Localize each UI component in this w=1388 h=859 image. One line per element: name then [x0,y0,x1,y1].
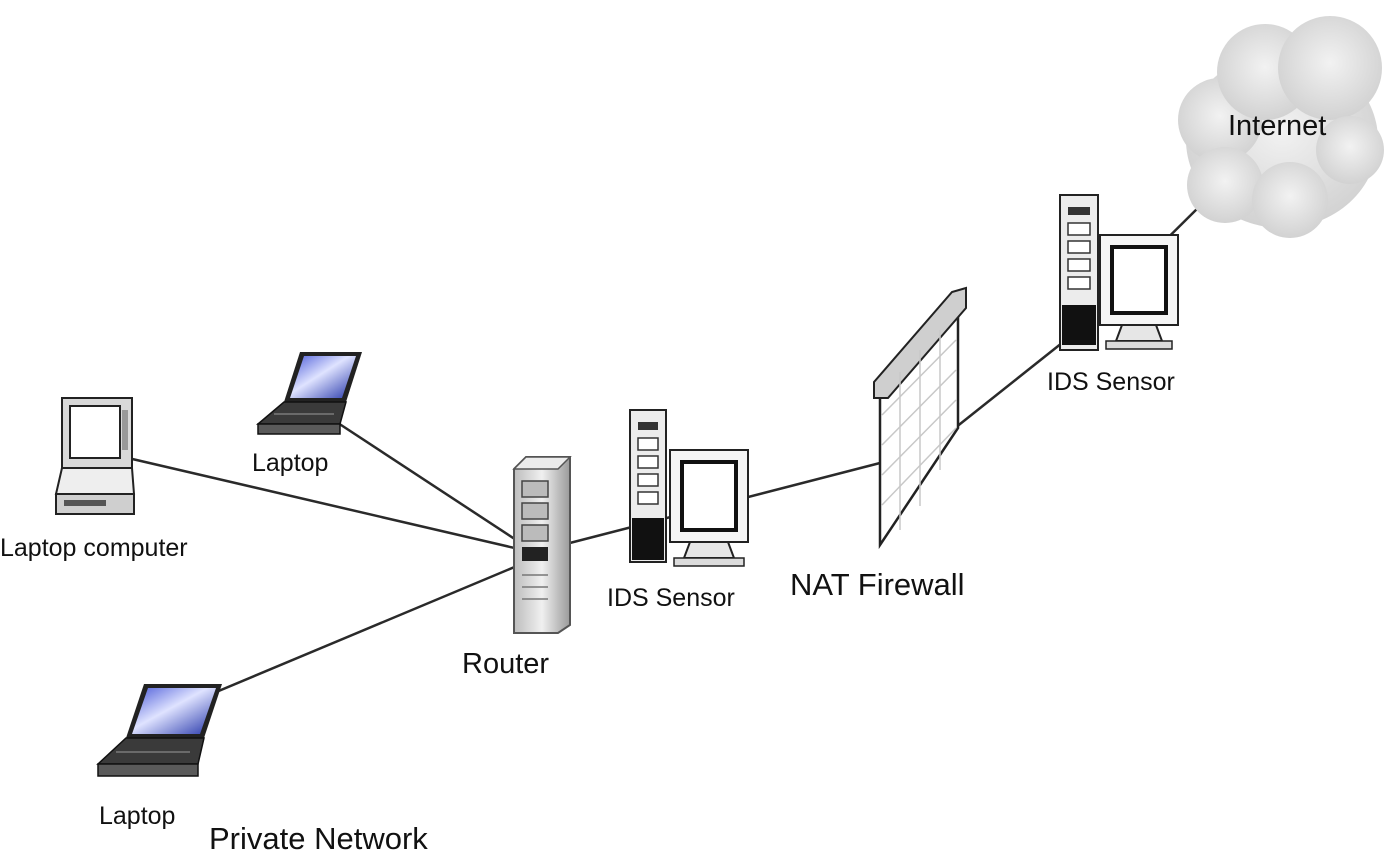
ids-sensor-right-label: IDS Sensor [1047,368,1175,396]
laptop-icon [255,352,362,435]
ids-sensor-icon [1059,194,1179,351]
ids-sensor-middle-label: IDS Sensor [607,584,735,612]
laptop-computer-label: Laptop computer [0,534,188,562]
cloud-icon [1178,16,1384,238]
private-network-label: Private Network [209,821,428,856]
nat-firewall-label: NAT Firewall [790,567,965,602]
link-laptop-top-router [337,421,537,555]
laptop-bottom-label: Laptop [99,802,176,830]
router-icon [512,456,572,634]
link-laptop-bottom-router [177,556,537,710]
laptop-top-label: Laptop [252,449,329,477]
ids-sensor-icon [629,409,749,567]
router-label: Router [462,648,550,680]
link-laptop-computer-router [127,456,537,555]
laptop-icon [96,684,222,777]
internet-label: Internet [1228,110,1327,142]
firewall-icon [873,286,967,550]
laptop-computer-icon [54,397,136,515]
link-firewall-ids-right [954,334,1073,429]
